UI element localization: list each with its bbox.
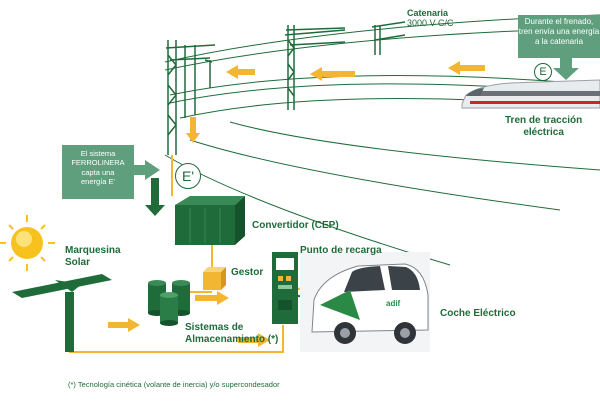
catenary-label-line: 3000 V C/C: [407, 18, 454, 29]
storage-label: Sistemas de Almacenamiento (*): [185, 322, 278, 345]
catenary-label-line: Catenaria: [407, 8, 449, 18]
solar-canopy-label-line: Marquesina: [65, 245, 121, 256]
catenary-label: Catenaria 3000 V C/C: [407, 8, 454, 29]
braking-callout-line: Durante el frenado,: [524, 17, 594, 26]
ferrolinera-callout-line: capta una: [81, 167, 115, 177]
energy-arrow: [238, 333, 270, 347]
train-label-line: eléctrica: [523, 126, 564, 138]
converter-label: Convertidor (CEP): [252, 220, 339, 231]
charging-point-label: Punto de recarga: [300, 245, 382, 256]
catenary-pylon-1: [165, 40, 216, 155]
energy-arrow: [310, 67, 355, 81]
manager-box: [203, 267, 226, 290]
converter-cabinet: [175, 196, 245, 245]
electric-car: [300, 252, 430, 352]
sun-icon: [0, 215, 55, 271]
energy-arrow: [448, 61, 485, 75]
solar-canopy-label-line: Solar: [65, 256, 91, 268]
storage-label-line: Almacenamiento (*): [185, 333, 279, 345]
solar-canopy-label: Marquesina Solar: [65, 245, 121, 268]
car-brand-logo: adif: [386, 299, 401, 308]
solar-canopy: [12, 274, 112, 352]
braking-callout-line: a la catenaria: [534, 37, 584, 46]
charging-station: [272, 252, 298, 324]
energy-e-symbol: E: [534, 63, 552, 81]
ferrolinera-callout-line: energía E': [81, 177, 115, 187]
energy-arrow: [186, 117, 200, 143]
catenary-pylon-2: [284, 25, 346, 110]
braking-callout: Durante el frenado, tren envía una energ…: [518, 15, 600, 58]
footnote: (*) Tecnología cinética (volante de iner…: [68, 380, 280, 389]
energy-arrow: [195, 291, 229, 305]
energy-e-prime-symbol: E': [175, 163, 201, 189]
ferrolinera-callout-line: El sistema: [80, 149, 116, 158]
storage-cylinders: [148, 280, 190, 326]
energy-arrow: [226, 65, 255, 79]
energy-arrow: [108, 318, 140, 332]
storage-label-line: Sistemas de: [185, 322, 244, 333]
electric-car-label: Coche Eléctrico: [440, 308, 516, 319]
train-label-line: Tren de tracción: [505, 115, 583, 126]
energy-arrows: [108, 61, 485, 347]
callout-arrows: [133, 58, 579, 216]
ferrolinera-callout-line: FERROLINERA: [71, 158, 125, 168]
manager-label: Gestor: [231, 267, 264, 278]
catenary-pylon-3: [371, 21, 406, 55]
ferrolinera-callout: El sistema FERROLINERA capta una energía…: [62, 145, 134, 199]
train-label: Tren de tracción eléctrica: [505, 115, 582, 138]
electric-train: [461, 79, 600, 109]
braking-callout-line: tren envía una energía: [518, 27, 600, 36]
